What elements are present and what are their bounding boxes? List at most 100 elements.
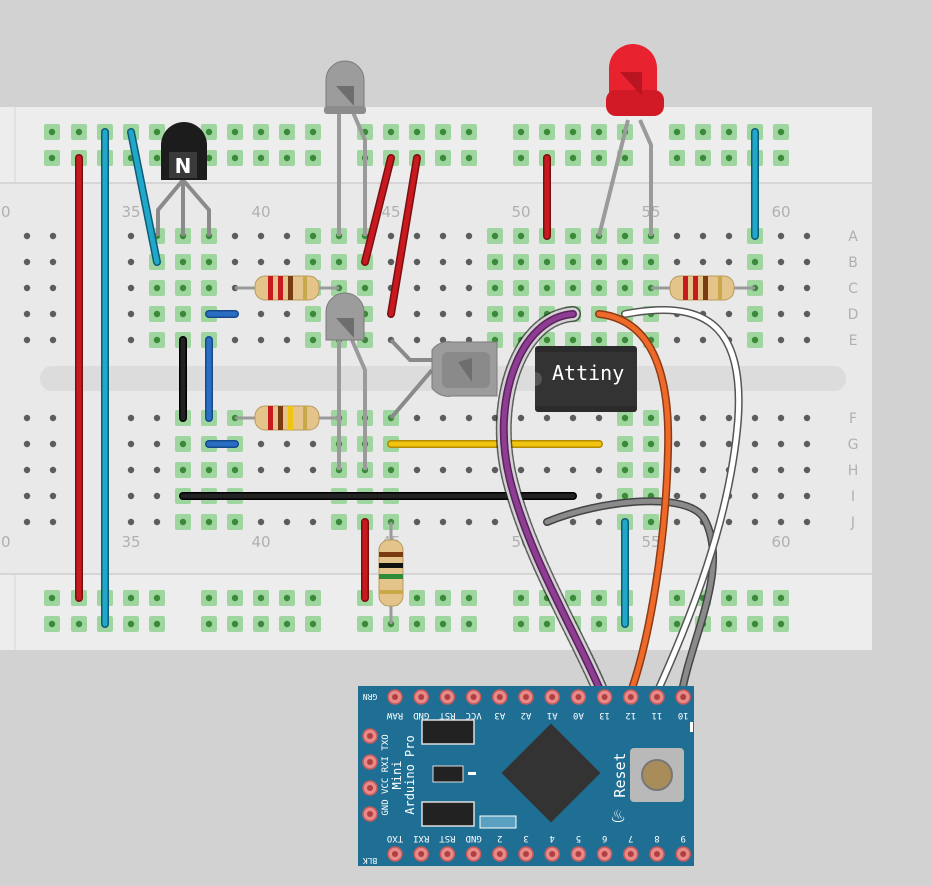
hole	[49, 284, 57, 292]
hole	[621, 336, 629, 344]
rail-hole	[569, 594, 577, 602]
hole	[413, 518, 421, 526]
rail-hole	[257, 154, 265, 162]
rail-hole	[725, 154, 733, 162]
rail-hole	[595, 594, 603, 602]
row-letter: H	[848, 463, 859, 479]
hole	[127, 492, 135, 500]
rail-hole	[153, 620, 161, 628]
hole	[413, 466, 421, 474]
rail-hole	[725, 594, 733, 602]
hole	[491, 466, 499, 474]
crystal-top	[421, 719, 475, 745]
resistor-1[interactable]	[235, 275, 339, 301]
arduino-name-mini: Mini	[390, 761, 404, 790]
hole	[413, 258, 421, 266]
led-gray-top[interactable]	[324, 60, 367, 236]
hole	[673, 258, 681, 266]
reset-label: Reset	[611, 752, 629, 797]
arduino-black-label: BLK	[363, 856, 378, 865]
rail-hole	[517, 128, 525, 136]
rail-hole	[569, 154, 577, 162]
hole	[777, 258, 785, 266]
rail-hole	[257, 620, 265, 628]
rail-hole	[153, 594, 161, 602]
hole	[777, 232, 785, 240]
hole	[803, 284, 811, 292]
hole	[543, 284, 551, 292]
rail-hole	[48, 154, 56, 162]
hole	[153, 466, 161, 474]
hole	[465, 232, 473, 240]
hole	[439, 232, 447, 240]
npn-transistor[interactable]: N	[156, 122, 211, 236]
rail-hole	[309, 620, 317, 628]
pin-label: RXI	[413, 833, 429, 843]
hole	[465, 414, 473, 422]
hole	[309, 258, 317, 266]
row-letter: F	[849, 411, 857, 427]
transistor-side[interactable]	[389, 338, 498, 420]
pin-label: 12	[625, 710, 636, 720]
hole	[257, 336, 265, 344]
hole	[751, 258, 759, 266]
rail-hole	[413, 128, 421, 136]
hole	[517, 414, 525, 422]
rail-hole	[75, 620, 83, 628]
rail-hole	[777, 154, 785, 162]
hole	[491, 258, 499, 266]
hole	[231, 336, 239, 344]
attiny-chip[interactable]: Attiny	[535, 346, 637, 412]
hole	[803, 440, 811, 448]
hole	[621, 284, 629, 292]
hole	[517, 310, 525, 318]
pin-label: 3	[523, 833, 528, 843]
rail-hole	[543, 128, 551, 136]
hole	[569, 466, 577, 474]
hole	[49, 310, 57, 318]
hole	[23, 258, 31, 266]
rail-hole	[205, 594, 213, 602]
hole	[621, 258, 629, 266]
led-red[interactable]	[597, 44, 664, 237]
resistor-3[interactable]	[651, 275, 755, 301]
rail-hole	[439, 594, 447, 602]
reset-button[interactable]	[641, 759, 673, 791]
hole	[803, 518, 811, 526]
hole	[23, 492, 31, 500]
column-number: 30	[0, 533, 11, 551]
hole	[543, 258, 551, 266]
column-number: 40	[251, 203, 270, 221]
rail-hole	[75, 128, 83, 136]
hole	[595, 284, 603, 292]
hole	[647, 518, 655, 526]
hole	[205, 466, 213, 474]
resistor-2[interactable]	[235, 405, 339, 431]
hole	[283, 466, 291, 474]
led-gray-middle[interactable]	[325, 292, 367, 470]
hole	[465, 258, 473, 266]
pin-label: 13	[599, 710, 610, 720]
hole	[231, 466, 239, 474]
hole	[699, 492, 707, 500]
hole	[725, 232, 733, 240]
rail-hole	[231, 594, 239, 602]
row-letter: A	[848, 229, 858, 245]
rail-hole	[361, 620, 369, 628]
pin-label: 8	[654, 833, 659, 843]
hole	[725, 440, 733, 448]
hole	[309, 518, 317, 526]
hole	[179, 518, 187, 526]
column-number: 35	[121, 533, 140, 551]
hole	[751, 492, 759, 500]
rail-hole	[751, 594, 759, 602]
hole	[803, 258, 811, 266]
resistor-4[interactable]	[378, 522, 404, 624]
hole	[257, 518, 265, 526]
hole	[491, 310, 499, 318]
hole	[491, 232, 499, 240]
hole	[569, 258, 577, 266]
hole	[231, 232, 239, 240]
hole	[309, 336, 317, 344]
